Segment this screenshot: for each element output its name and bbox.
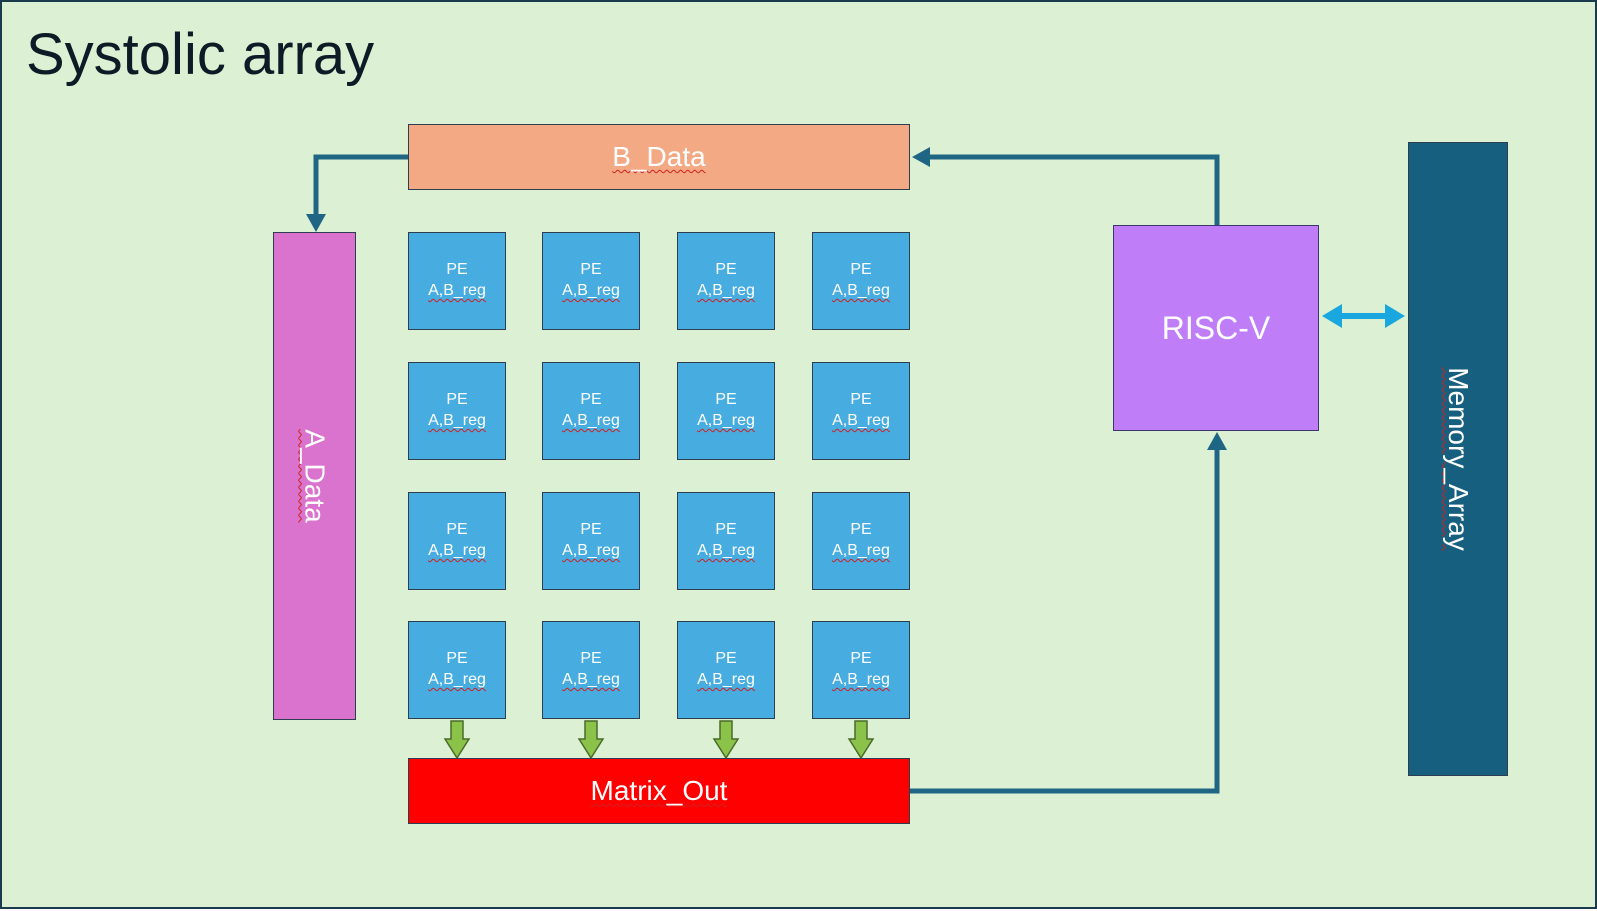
pe-cell: PE A,B_reg <box>812 232 910 330</box>
pe-reg-label: A,B_reg <box>428 671 486 688</box>
pe-cell: PE A,B_reg <box>542 492 640 590</box>
pe-cell: PE A,B_reg <box>677 621 775 719</box>
pe-reg-label: A,B_reg <box>697 282 755 299</box>
pe-cell: PE A,B_reg <box>812 492 910 590</box>
pe-reg-label: A,B_reg <box>697 671 755 688</box>
pe-label: PE <box>850 650 872 668</box>
pe-reg-label: A,B_reg <box>562 412 620 429</box>
pe-reg-label: A,B_reg <box>697 412 755 429</box>
pe-label: PE <box>850 261 872 279</box>
pe-cell: PE A,B_reg <box>542 621 640 719</box>
pe-cell: PE A,B_reg <box>408 621 506 719</box>
pe-cell: PE A,B_reg <box>542 232 640 330</box>
pe-cell: PE A,B_reg <box>408 232 506 330</box>
pe-label: PE <box>715 391 737 409</box>
pe-reg-label: A,B_reg <box>832 542 890 559</box>
pe-reg-label: A,B_reg <box>832 412 890 429</box>
page-title: Systolic array <box>26 22 375 87</box>
down-arrow-icon <box>712 720 740 760</box>
risc-to-b-connector <box>927 154 1220 225</box>
pe-label: PE <box>446 650 468 668</box>
pe-label: PE <box>580 391 602 409</box>
risc-v-block: RISC-V <box>1113 225 1319 431</box>
b-to-a-connector <box>313 154 408 216</box>
pe-cell: PE A,B_reg <box>812 621 910 719</box>
pe-cell: PE A,B_reg <box>812 362 910 460</box>
pe-label: PE <box>580 650 602 668</box>
pe-reg-label: A,B_reg <box>428 282 486 299</box>
pe-label: PE <box>446 261 468 279</box>
pe-reg-label: A,B_reg <box>697 542 755 559</box>
pe-reg-label: A,B_reg <box>562 542 620 559</box>
risc-to-b-arrowhead <box>912 147 930 167</box>
matrix-out-block: Matrix_Out <box>408 758 910 824</box>
pe-cell: PE A,B_reg <box>408 362 506 460</box>
pe-reg-label: A,B_reg <box>562 671 620 688</box>
pe-label: PE <box>580 521 602 539</box>
pe-label: PE <box>715 261 737 279</box>
bidirectional-arrow <box>1322 304 1405 328</box>
out-to-risc-connector <box>910 449 1220 794</box>
pe-reg-label: A,B_reg <box>832 282 890 299</box>
pe-label: PE <box>580 261 602 279</box>
pe-cell: PE A,B_reg <box>677 492 775 590</box>
pe-label: PE <box>850 521 872 539</box>
pe-cell: PE A,B_reg <box>408 492 506 590</box>
a-data-block: A_Data <box>273 232 356 720</box>
pe-cell: PE A,B_reg <box>542 362 640 460</box>
pe-label: PE <box>446 391 468 409</box>
a-data-label: A_Data <box>299 429 331 523</box>
risc-v-label: RISC-V <box>1161 309 1271 346</box>
pe-reg-label: A,B_reg <box>428 412 486 429</box>
b-data-label: B_Data <box>612 141 706 172</box>
down-arrow-icon <box>443 720 471 760</box>
pe-reg-label: A,B_reg <box>832 671 890 688</box>
b-to-a-arrowhead <box>306 214 326 232</box>
memory-array-label: Memory_Array <box>1443 367 1474 551</box>
pe-cell: PE A,B_reg <box>677 362 775 460</box>
b-data-block: B_Data <box>408 124 910 190</box>
out-to-risc-arrowhead <box>1207 432 1227 450</box>
pe-cell: PE A,B_reg <box>677 232 775 330</box>
pe-reg-label: A,B_reg <box>562 282 620 299</box>
pe-label: PE <box>850 391 872 409</box>
pe-label: PE <box>715 521 737 539</box>
matrix-out-label: Matrix_Out <box>590 775 728 806</box>
pe-reg-label: A,B_reg <box>428 542 486 559</box>
down-arrow-icon <box>577 720 605 760</box>
pe-label: PE <box>715 650 737 668</box>
down-arrow-icon <box>847 720 875 760</box>
memory-array-block: Memory_Array <box>1408 142 1508 776</box>
pe-label: PE <box>446 521 468 539</box>
